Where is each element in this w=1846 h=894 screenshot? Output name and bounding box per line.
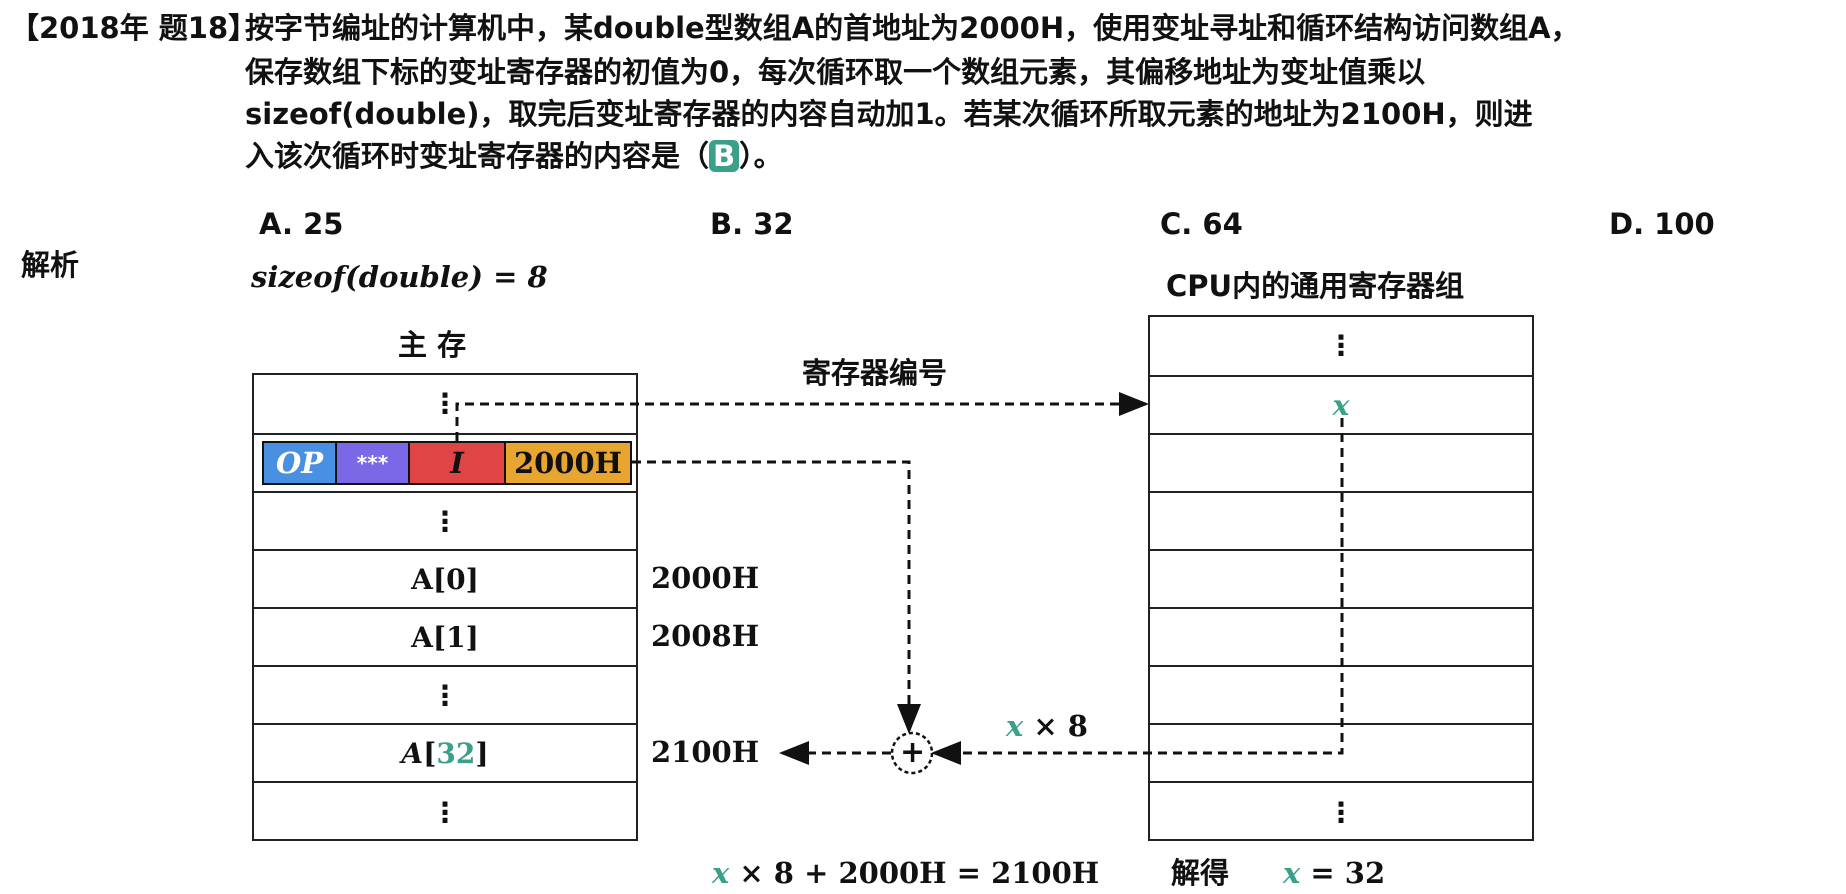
address-field: 2000H	[506, 443, 630, 483]
option-c: C. 64	[1160, 207, 1243, 241]
other-field: ***	[337, 443, 410, 483]
main-memory: ⋮ ⋮ A[0] A[1] ⋮ A[32] ⋮	[252, 373, 638, 841]
question-line-4-suffix: ）。	[739, 139, 783, 173]
index-arrow	[931, 418, 1344, 765]
memory-row: ⋮	[254, 781, 636, 841]
memory-row-a1: A[1]	[254, 607, 636, 665]
times-eight: × 8	[1033, 709, 1088, 743]
address-a0: 2000H	[651, 561, 760, 595]
solution-result: x = 32	[1283, 853, 1385, 894]
solve-rest: = 32	[1310, 856, 1386, 890]
register-number-arrow	[455, 392, 1149, 441]
base-address-arrow	[632, 460, 921, 734]
register-row: ⋮	[1150, 781, 1532, 841]
opcode-field: OP	[264, 443, 337, 483]
analysis-label: 解析	[21, 248, 80, 282]
question-line-3: sizeof(double)，取完后变址寄存器的内容自动加1。若某次循环所取元素…	[245, 97, 1533, 131]
question-line-1: 按字节编址的计算机中，某double型数组A的首地址为2000H，使用变址寻址和…	[245, 11, 1580, 45]
option-a: A. 25	[259, 207, 344, 241]
register-number-label: 寄存器编号	[802, 356, 948, 390]
scaled-index-label: x × 8	[1006, 706, 1088, 747]
adder-circle	[890, 731, 934, 775]
register-row-x: x	[1150, 375, 1532, 433]
solution-formula: x × 8 + 2000H = 2100H	[712, 853, 1099, 894]
option-d: D. 100	[1609, 207, 1715, 241]
sizeof-equation: sizeof(double) = 8	[251, 260, 548, 294]
memory-row: ⋮	[254, 491, 636, 549]
answer-badge: B	[709, 140, 740, 172]
address-a32: 2100H	[651, 735, 760, 769]
address-a1: 2008H	[651, 619, 760, 653]
instruction-format: OP *** I 2000H	[262, 441, 632, 485]
memory-row-a0: A[0]	[254, 549, 636, 607]
register-row	[1150, 549, 1532, 607]
solve-label: 解得	[1171, 856, 1230, 890]
memory-row-a32: A[32]	[254, 723, 636, 781]
formula-rest: × 8 + 2000H = 2100H	[739, 856, 1100, 890]
x-variable: x	[1006, 709, 1024, 743]
memory-row: ⋮	[254, 665, 636, 723]
question-tag: 【2018年 题18】	[10, 11, 258, 45]
cpu-title: CPU内的通用寄存器组	[1166, 269, 1465, 303]
question-line-4-prefix: 入该次循环时变址寄存器的内容是（	[245, 139, 710, 173]
register-row: ⋮	[1327, 328, 1355, 362]
question-line-4: 入该次循环时变址寄存器的内容是（B）。	[245, 136, 783, 177]
x-variable: x	[712, 856, 730, 890]
index-register-field: I	[410, 443, 506, 483]
register-row	[1150, 607, 1532, 665]
memory-row: ⋮	[431, 386, 459, 420]
register-row	[1150, 491, 1532, 549]
adder-plus-icon: +	[900, 735, 926, 770]
option-b: B. 32	[710, 207, 794, 241]
memory-row-instruction	[254, 433, 636, 491]
memory-title: 主 存	[398, 328, 467, 362]
question-line-2: 保存数组下标的变址寄存器的初值为0，每次循环取一个数组元素，其偏移地址为变址值乘…	[245, 55, 1426, 89]
x-variable: x	[1283, 856, 1301, 890]
